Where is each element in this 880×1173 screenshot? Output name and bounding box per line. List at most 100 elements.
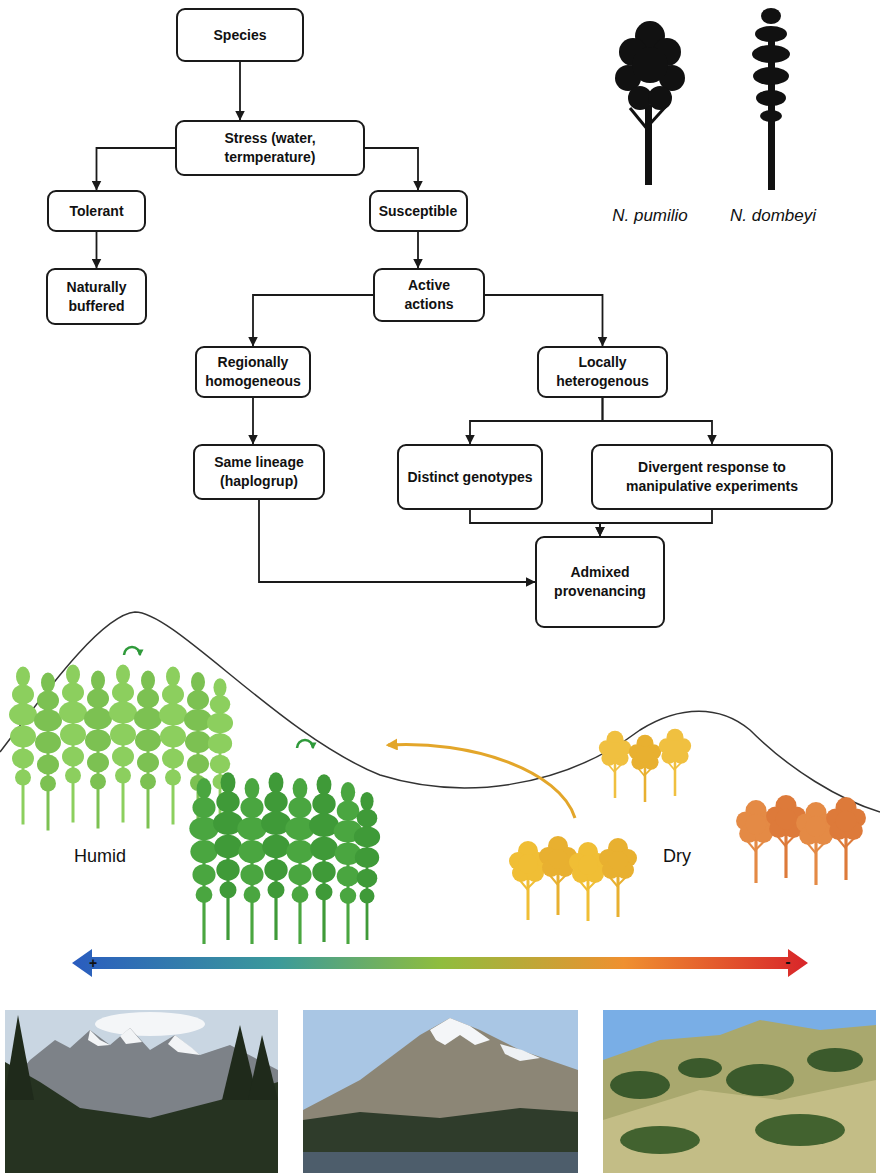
box-text: Species [214, 26, 267, 45]
connector-arrow [485, 295, 603, 346]
dry-forest-yellow [599, 838, 637, 917]
connector-arrow [259, 500, 535, 582]
gradient-arrow [72, 949, 808, 977]
dry-forest-yellow [659, 729, 691, 796]
humid-forest-upper [9, 667, 37, 825]
dombeyi-icon [756, 90, 786, 106]
pumilio-icon [632, 47, 668, 83]
process-box: Admixed provenancing [535, 536, 665, 628]
dry-forest-orange [826, 797, 866, 880]
process-box: Distinct genotypes [397, 444, 543, 510]
box-text: Divergent response to manipulative exper… [600, 458, 824, 496]
connector-arrow [600, 510, 712, 536]
humid-forest-upper [159, 667, 187, 825]
box-text: Stress (water, termperature) [184, 129, 356, 167]
box-text: Locally heterogenous [546, 353, 659, 391]
photo-dry [603, 1010, 876, 1173]
connector-arrow [252, 398, 254, 444]
humid-forest-lower [261, 772, 291, 940]
photo-mid [303, 1108, 578, 1155]
connector-arrow [253, 295, 373, 346]
dombeyi-icon [753, 67, 789, 85]
dombeyi-icon [752, 8, 790, 190]
regeneration-arrows [124, 647, 140, 655]
pumilio-icon [648, 86, 672, 110]
process-box: Locally heterogenous [537, 346, 668, 398]
process-box: Species [176, 8, 304, 62]
box-text: Tolerant [69, 202, 123, 221]
humid-forest-lower [237, 778, 266, 944]
dry-forest-yellow [539, 836, 577, 915]
humid-forest-upper [34, 673, 62, 831]
process-box: Stress (water, termperature) [175, 120, 365, 176]
humid-forest-lower [189, 778, 218, 944]
text-label: N. pumilio [612, 206, 688, 226]
dry-forest-orange [736, 795, 866, 885]
box-text: Active actions [382, 276, 476, 314]
process-box: Same lineage (haplogrup) [193, 444, 325, 500]
photo-mid [303, 1152, 578, 1173]
connector-arrow [470, 510, 600, 536]
connector-arrow [603, 398, 713, 444]
humid-forest-upper [59, 665, 87, 823]
photo-mid [303, 1010, 578, 1173]
humid-forest-upper [134, 671, 162, 829]
box-text: Admixed provenancing [544, 563, 656, 601]
process-box: Naturally buffered [46, 268, 147, 325]
process-box: Susceptible [369, 190, 468, 232]
pumilio-icon [645, 105, 652, 185]
regeneration-arrows [297, 740, 313, 748]
text-label: Dry [663, 846, 691, 868]
box-text: Regionally homogeneous [204, 353, 302, 391]
dry-forest-yellow [629, 735, 661, 802]
pumilio-icon [630, 108, 648, 130]
photo-mid [500, 1044, 540, 1061]
provenancing-arrow [388, 744, 575, 818]
photo-dry [603, 1020, 876, 1173]
process-box: Divergent response to manipulative exper… [591, 444, 833, 510]
connector-arrow [239, 62, 241, 120]
photo-humid [248, 1035, 278, 1100]
photo-humid [95, 1012, 205, 1036]
process-box: Regionally homogeneous [195, 346, 311, 398]
box-text: Naturally buffered [55, 278, 138, 316]
process-box: Active actions [373, 268, 485, 322]
humid-forest-lower [189, 772, 380, 944]
photo-dry [603, 1010, 876, 1173]
text-label: Humid [74, 846, 126, 868]
humid-forest-upper [84, 671, 112, 829]
photo-humid [120, 1028, 142, 1044]
dombeyi-icon [760, 110, 782, 122]
humid-forest-lower [285, 778, 314, 944]
connector-arrow [470, 398, 603, 444]
photo-mid [303, 1018, 578, 1173]
dombeyi-icon [752, 45, 790, 63]
provenancing-arrow [388, 744, 575, 818]
photo-mid [303, 1010, 578, 1173]
humid-forest-lower [354, 792, 380, 940]
gradient-arrow [72, 949, 808, 977]
dry-forest-yellow [599, 731, 631, 798]
photo-humid [5, 1010, 278, 1173]
photo-dry [620, 1126, 700, 1154]
text-label: N. dombeyi [730, 206, 816, 226]
humid-forest-lower [309, 774, 339, 942]
process-box: Tolerant [47, 190, 146, 232]
photo-dry [678, 1058, 722, 1078]
box-text: Distinct genotypes [407, 468, 532, 487]
photo-humid [5, 1010, 278, 1173]
photo-dry [610, 1071, 670, 1099]
humid-forest-upper [109, 665, 137, 823]
dombeyi-icon [755, 26, 787, 42]
photo-mid [430, 1018, 490, 1045]
photo-dry [807, 1048, 863, 1072]
pumilio-icon [615, 21, 685, 185]
photo-dry [726, 1064, 794, 1096]
photo-humid [5, 1015, 34, 1100]
connector-arrow [96, 232, 98, 268]
connector-arrow [365, 148, 418, 190]
dry-forest-yellow [509, 729, 691, 921]
text-label: - [785, 952, 790, 971]
